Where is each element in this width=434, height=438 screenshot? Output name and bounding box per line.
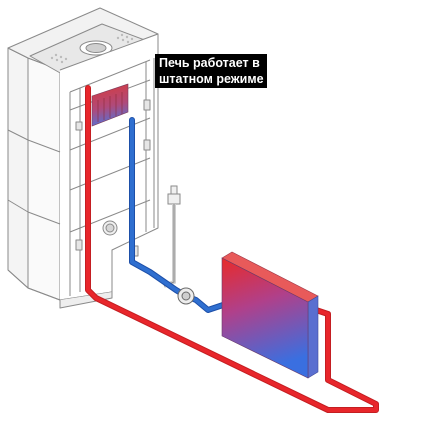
- pump-icon: [177, 287, 195, 305]
- status-label: Печь работает в штатном режиме: [155, 54, 267, 88]
- heat-exchanger: [91, 83, 129, 127]
- valve-icon: [163, 185, 181, 288]
- hot-water-pipe: [85, 85, 379, 413]
- radiator-icon: [221, 251, 319, 379]
